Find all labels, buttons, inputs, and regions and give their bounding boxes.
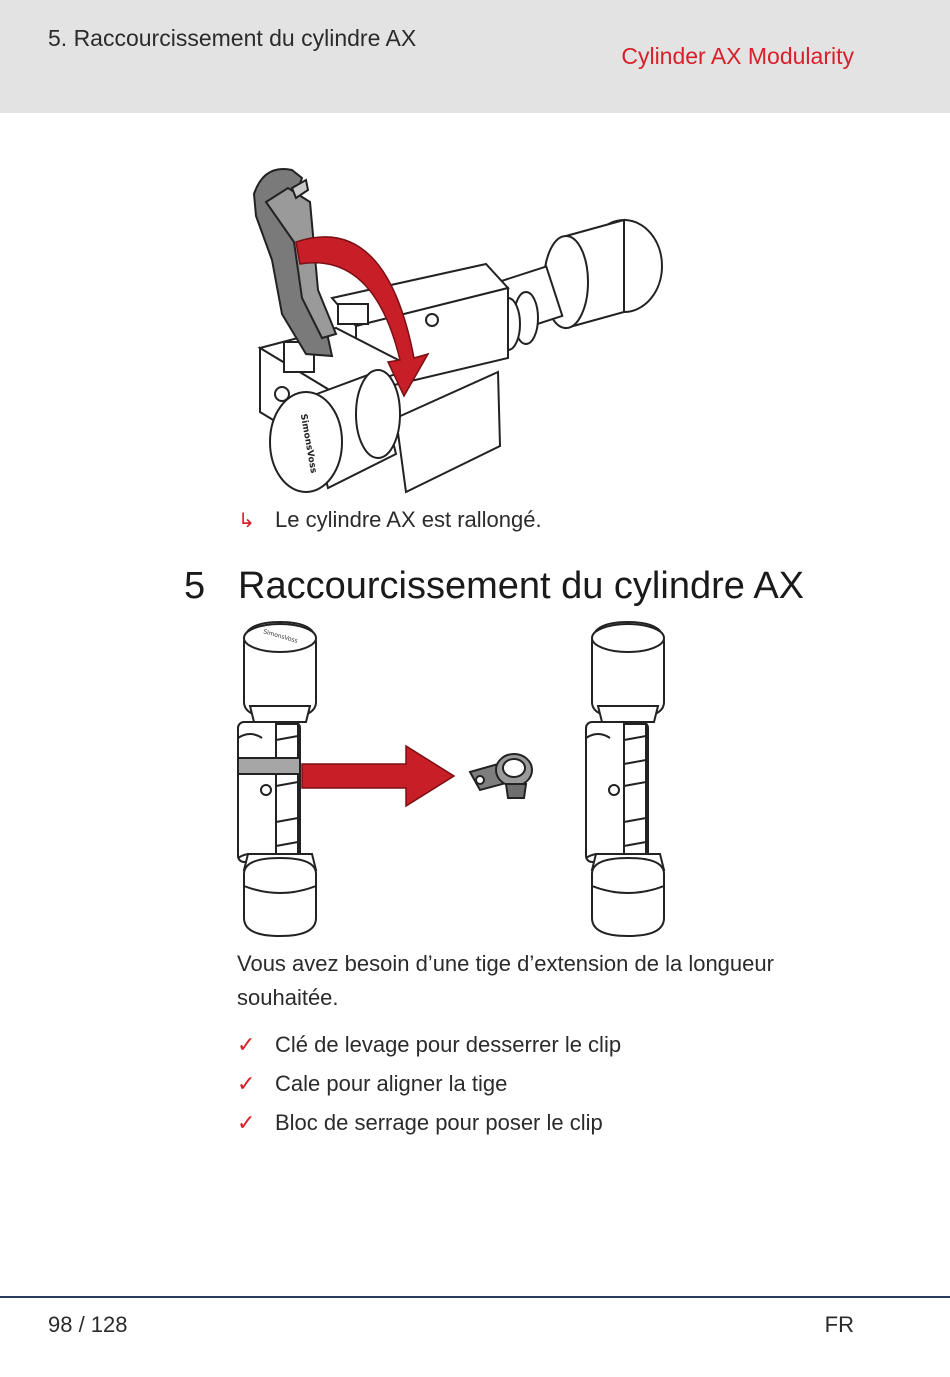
checklist-item-text: Bloc de serrage pour poser le clip: [275, 1110, 603, 1135]
result-arrow-icon: ↳: [238, 510, 255, 532]
checklist-item: ✓ Cale pour aligner la tige: [237, 1067, 621, 1106]
result-line: ↳ Le cylindre AX est rallongé.: [238, 504, 542, 536]
language-code: FR: [824, 1312, 854, 1337]
result-text: Le cylindre AX est rallongé.: [275, 507, 542, 532]
chapter-number: 5: [184, 565, 206, 607]
checkmark-icon: ✓: [237, 1071, 256, 1096]
checklist-item: ✓ Clé de levage pour desserrer le clip: [237, 1028, 621, 1067]
chapter-heading: 5 Raccourcissement du cylindre AX: [184, 560, 804, 612]
cylinder-extension-illustration: SimonsVoss: [252, 168, 663, 494]
checkmark-icon: ✓: [237, 1032, 256, 1057]
chapter-title: Raccourcissement du cylindre AX: [238, 565, 805, 607]
checklist-item-text: Cale pour aligner la tige: [275, 1071, 508, 1096]
requirements-checklist: ✓ Clé de levage pour desserrer le clip ✓ C…: [237, 1028, 621, 1145]
page-header: 5. Raccourcissement du cylindre AX Cylin…: [0, 0, 950, 113]
page-number: 98 / 128: [48, 1312, 128, 1337]
cylinder-shortening-illustration: SimonsVoss: [237, 621, 665, 937]
header-section-title: 5. Raccourcissement du cylindre AX: [48, 25, 417, 51]
checklist-item: ✓ Bloc de serrage pour poser le clip: [237, 1106, 621, 1145]
intro-paragraph: Vous avez besoin d’une tige d’extension …: [237, 951, 774, 1010]
checklist-item-text: Clé de levage pour desserrer le clip: [275, 1032, 622, 1057]
header-product-name: Cylinder AX Modularity: [621, 43, 854, 69]
footer-divider: [0, 1296, 950, 1298]
checkmark-icon: ✓: [237, 1110, 256, 1135]
